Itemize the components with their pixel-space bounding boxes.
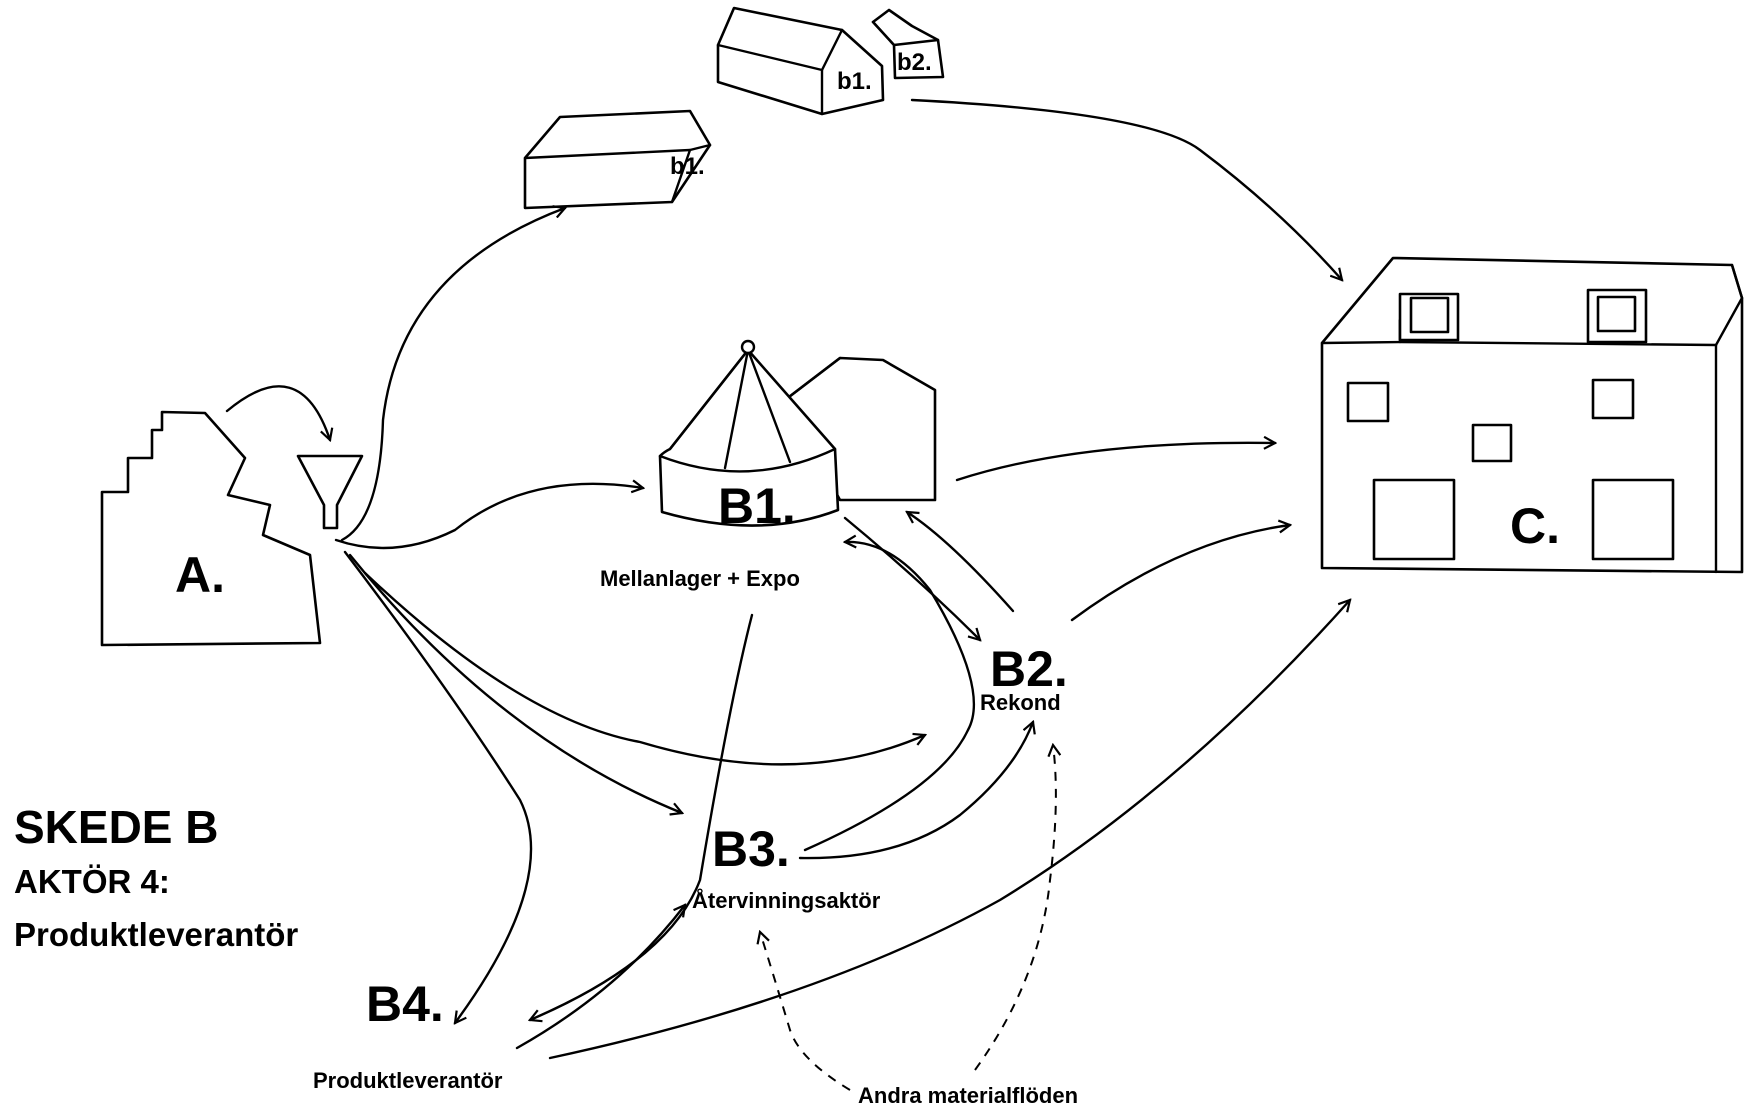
arrow-a-funnel [225, 385, 330, 440]
label-small-b1-left: b1. [670, 153, 705, 180]
flow-arrows [225, 98, 1350, 1091]
arrow-b1-c [955, 443, 1275, 482]
building-small-top: b1. b2. [716, 6, 945, 116]
label-b3-sub: Återvinningsaktör [692, 887, 881, 913]
arrow-b2-b1 [907, 512, 1015, 613]
arrow-funnel-b4 [343, 550, 533, 1023]
title-aktor: AKTÖR 4: [14, 863, 170, 900]
arrow-top-c [910, 98, 1342, 280]
label-small-b2-top: b2. [897, 49, 932, 76]
arrow-b3-b1 [803, 542, 975, 852]
title-skede: SKEDE B [14, 801, 218, 853]
arrow-other-b2 [974, 745, 1056, 1071]
arrow-b2-c [1070, 525, 1290, 622]
building-b1: B1. Mellanlager + Expo [600, 339, 937, 591]
label-other-flows: Andra materialflöden [858, 1083, 1078, 1108]
arrow-b3-b2 [798, 722, 1033, 860]
arrow-other-b3 [760, 932, 851, 1091]
label-b1-sub: Mellanlager + Expo [600, 566, 800, 591]
label-a: A. [175, 547, 225, 603]
arrow-b4-c [548, 600, 1350, 1060]
arrow-b1-b4 [530, 613, 754, 1020]
arrow-funnel-b3 [348, 553, 682, 813]
building-small-b1-left: b1. [523, 109, 712, 210]
arrow-b4-b3 [515, 905, 685, 1050]
arrow-funnel-b1small [340, 208, 565, 542]
building-c: C. [1320, 256, 1744, 574]
funnel-icon [296, 454, 364, 530]
arrow-b1-b2 [843, 516, 980, 640]
label-b1: B1. [718, 478, 796, 534]
label-b2: B2. [990, 641, 1068, 697]
label-b4-sub: Produktleverantör [313, 1068, 503, 1093]
building-a: A. [100, 410, 322, 647]
arrow-funnel-b1 [334, 484, 643, 550]
label-b3: B3. [712, 821, 790, 877]
label-b2-sub: Rekond [980, 690, 1061, 715]
arrow-funnel-b2 [363, 571, 925, 766]
label-c: C. [1510, 498, 1560, 554]
label-small-b1-top: b1. [837, 68, 872, 95]
title-role: Produktleverantör [14, 916, 298, 953]
label-b4: B4. [366, 976, 444, 1032]
